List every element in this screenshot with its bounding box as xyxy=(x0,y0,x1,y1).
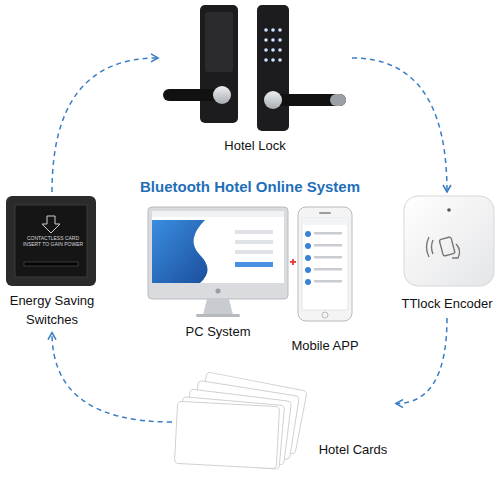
cycle-arrow xyxy=(52,58,158,192)
node-label: Mobile APP xyxy=(284,338,366,354)
list-icon xyxy=(305,255,311,261)
pc-picture xyxy=(148,207,288,317)
list-line xyxy=(314,280,342,283)
switch-plate xyxy=(6,196,96,286)
card-symbol xyxy=(439,237,455,257)
key xyxy=(264,58,268,62)
screen-field xyxy=(235,230,273,234)
monitor-frame xyxy=(148,207,288,299)
list-line xyxy=(314,256,342,259)
lock-body xyxy=(257,5,289,131)
cards-picture xyxy=(174,372,307,469)
component-node: Mobile APP xyxy=(284,204,366,357)
cycle-arrow xyxy=(352,58,447,192)
node-label: Hotel Lock xyxy=(158,138,352,154)
component-node: PC System xyxy=(144,204,292,344)
keypad xyxy=(264,28,282,62)
app-list xyxy=(305,231,342,285)
node-label: Energy Saving Switches xyxy=(2,292,102,330)
insert-arrow xyxy=(42,216,60,233)
screen-wave xyxy=(152,220,208,283)
lever-tip xyxy=(330,94,346,106)
component-node: CONTACTLESS CARD INSERT TO GAIN POWER Ene… xyxy=(2,192,102,333)
list-line xyxy=(314,232,342,235)
phone-picture xyxy=(298,207,352,321)
list-icon xyxy=(305,267,311,273)
plus-sign xyxy=(290,259,296,265)
led xyxy=(447,208,451,212)
key xyxy=(271,58,275,62)
cycle-arrow xyxy=(52,333,172,422)
hand-symbol xyxy=(452,244,460,258)
key xyxy=(264,28,268,32)
node-label: TTlock Encoder xyxy=(396,296,498,312)
screen-field xyxy=(235,240,273,244)
key xyxy=(271,48,275,52)
list-icon xyxy=(305,231,311,237)
key xyxy=(264,38,268,42)
component-node: Hotel Cards xyxy=(172,376,396,468)
screen-button xyxy=(235,262,273,267)
diagram-title: Bluetooth Hotel Online System xyxy=(0,178,500,195)
wave xyxy=(427,237,430,257)
lock-rosette xyxy=(264,91,282,109)
phone-screen xyxy=(302,218,348,310)
key xyxy=(278,28,282,32)
key xyxy=(278,38,282,42)
wave xyxy=(432,240,434,254)
component-node: Hotel Lock xyxy=(158,4,352,158)
speaker xyxy=(319,212,331,214)
home-button xyxy=(322,312,328,318)
key xyxy=(278,58,282,62)
list-line xyxy=(314,268,342,271)
key xyxy=(271,28,275,32)
key xyxy=(278,48,282,52)
node-label: PC System xyxy=(144,324,292,340)
card-slot xyxy=(24,262,78,266)
monitor-base xyxy=(196,314,240,317)
screen-bar xyxy=(152,211,284,217)
switch-panel xyxy=(15,205,87,277)
lock-body xyxy=(200,5,238,123)
list-icon xyxy=(305,279,311,285)
app-bar xyxy=(302,218,348,225)
lock-rosette xyxy=(213,86,231,104)
list-line xyxy=(314,244,342,247)
monitor-stand xyxy=(203,299,233,315)
encoder-picture xyxy=(404,196,494,286)
component-node: TTlock Encoder xyxy=(396,192,498,318)
card xyxy=(174,401,279,468)
hotel-lock-picture xyxy=(163,5,346,131)
contactless-icon xyxy=(427,237,460,258)
monitor-screen xyxy=(152,211,284,283)
key xyxy=(264,48,268,52)
key xyxy=(271,38,275,42)
phone-body xyxy=(298,207,352,321)
list-icon xyxy=(305,243,311,249)
switch-picture xyxy=(6,196,96,286)
cycle-arrow xyxy=(396,318,447,404)
node-label: Hotel Cards xyxy=(310,442,396,458)
panel-text: CONTACTLESS CARD INSERT TO GAIN POWER xyxy=(22,236,84,248)
plus-bar xyxy=(292,259,294,265)
screen-field xyxy=(235,250,273,254)
lock-panel xyxy=(205,12,233,72)
encoder-body xyxy=(404,196,494,286)
logo-dot xyxy=(216,289,221,294)
